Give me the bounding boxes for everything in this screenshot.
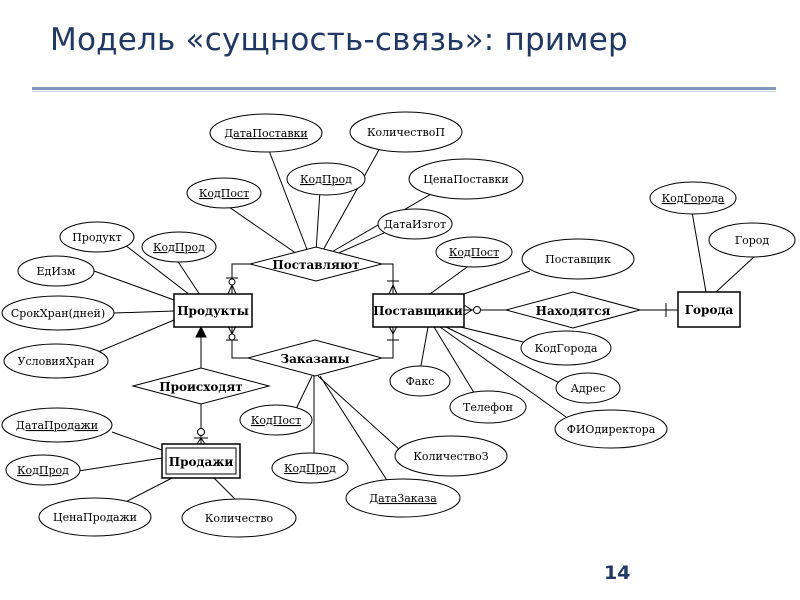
svg-text:ДатаПродажи: ДатаПродажи	[16, 419, 98, 432]
svg-text:Поставщик: Поставщик	[545, 253, 611, 266]
entity-cities-label: Города	[685, 303, 734, 317]
svg-text:Факс: Факс	[406, 375, 435, 388]
attribute-srok-hran: СрокХран(дней)	[1, 295, 115, 331]
svg-text:ЦенаПоставки: ЦенаПоставки	[423, 173, 508, 186]
svg-text:ЕдИзм: ЕдИзм	[37, 265, 76, 278]
relationship-occur: Происходят	[131, 367, 271, 405]
svg-text:Количество: Количество	[205, 512, 274, 525]
attribute-kod-prod-products: КодПрод	[141, 231, 217, 263]
svg-text:КоличествоЗ: КоличествоЗ	[413, 450, 488, 463]
attribute-kod-post-top: КодПост	[186, 177, 262, 209]
attribute-data-prodazhi: ДатаПродажи	[1, 407, 113, 443]
entity-suppliers-label: Поставщики	[373, 304, 463, 318]
attribute-data-postavki: ДатаПоставки	[209, 113, 323, 153]
svg-text:КодПост: КодПост	[449, 246, 499, 259]
title-underline	[32, 87, 776, 90]
slide-title: Модель «сущность-связь»: пример	[50, 22, 628, 58]
relationship-ordered-label: Заказаны	[280, 352, 349, 366]
entity-suppliers: Поставщики	[372, 293, 465, 328]
entity-products: Продукты	[173, 293, 253, 328]
entity-cities: Города	[677, 291, 741, 328]
svg-text:КодГорода: КодГорода	[535, 342, 598, 355]
attribute-usloviya-hran: УсловияХран	[3, 343, 109, 379]
attribute-telefon: Телефон	[449, 390, 527, 424]
svg-text:КодПрод: КодПрод	[300, 173, 352, 186]
attribute-kod-prod-sales: КодПрод	[5, 454, 81, 486]
relationship-supply: Поставляют	[249, 246, 383, 282]
attribute-ed-izm: ЕдИзм	[17, 255, 95, 287]
attribute-data-zakaza: ДатаЗаказа	[345, 478, 461, 518]
svg-text:КодГорода: КодГорода	[662, 192, 725, 205]
svg-text:СрокХран(дней): СрокХран(дней)	[11, 307, 105, 320]
attribute-postavschik: Поставщик	[521, 238, 635, 280]
svg-text:КодПрод: КодПрод	[284, 462, 336, 475]
svg-text:КодПрод: КодПрод	[153, 241, 205, 254]
attribute-kod-goroda-suppliers: КодГорода	[520, 330, 612, 366]
svg-text:ДатаПоставки: ДатаПоставки	[224, 127, 308, 140]
svg-text:ДатаИзгот: ДатаИзгот	[384, 218, 446, 231]
svg-text:УсловияХран: УсловияХран	[18, 355, 95, 368]
attribute-kolichestvo-z: КоличествоЗ	[394, 435, 508, 477]
svg-text:КодПрод: КодПрод	[17, 464, 69, 477]
relationship-occur-label: Происходят	[159, 380, 242, 394]
svg-text:Продукт: Продукт	[72, 231, 121, 244]
entity-sales: Продажи	[161, 443, 241, 479]
svg-text:КоличествоП: КоличествоП	[367, 126, 445, 139]
attribute-adres: Адрес	[555, 372, 621, 404]
attribute-kolichestvo: Количество	[181, 498, 297, 538]
attribute-cena-postavki: ЦенаПоставки	[408, 158, 524, 200]
attribute-kod-post-orders: КодПост	[239, 404, 313, 436]
relationship-located: Находятся	[504, 291, 642, 329]
svg-text:ЦенаПродажи: ЦенаПродажи	[53, 511, 137, 524]
svg-text:ФИОдиректора: ФИОдиректора	[567, 423, 656, 436]
attribute-produkt: Продукт	[59, 221, 135, 253]
attribute-faks: Факс	[389, 365, 451, 397]
attribute-kod-prod-orders: КодПрод	[271, 452, 349, 484]
svg-text:Телефон: Телефон	[463, 401, 513, 414]
svg-text:Город: Город	[735, 234, 770, 247]
relationship-supply-label: Поставляют	[272, 258, 359, 272]
attribute-kod-post-suppliers: КодПост	[435, 236, 513, 268]
attribute-cena-prodazhi: ЦенаПродажи	[38, 497, 152, 537]
entity-sales-label: Продажи	[169, 455, 234, 469]
svg-text:КодПост: КодПост	[199, 187, 249, 200]
page-number: 14	[604, 562, 631, 584]
svg-text:ДатаЗаказа: ДатаЗаказа	[369, 492, 437, 505]
entity-products-label: Продукты	[177, 304, 249, 318]
attribute-kod-prod-top: КодПрод	[286, 162, 366, 196]
title-underline-thin	[32, 91, 776, 92]
relationship-ordered: Заказаны	[246, 339, 384, 377]
attribute-data-izgot: ДатаИзгот	[377, 208, 453, 240]
attribute-fio-direktora: ФИОдиректора	[554, 409, 668, 449]
attribute-gorod: Город	[708, 222, 796, 258]
attribute-kolichestvo-p: КоличествоП	[349, 111, 463, 153]
relationship-located-label: Находятся	[536, 304, 611, 318]
attribute-kod-goroda-cities: КодГорода	[649, 181, 737, 215]
svg-text:КодПост: КодПост	[251, 414, 301, 427]
svg-text:Адрес: Адрес	[571, 382, 606, 395]
